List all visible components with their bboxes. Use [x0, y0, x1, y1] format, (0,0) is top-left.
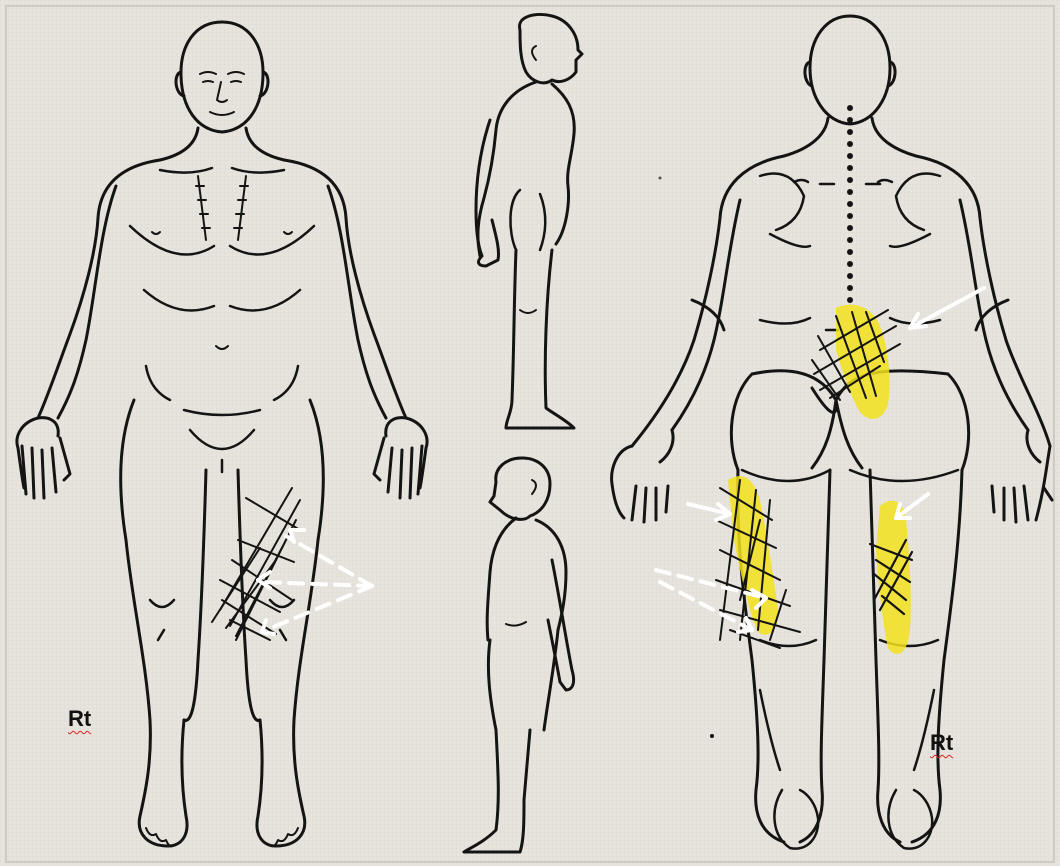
back-right-side-label: Rt [930, 730, 953, 756]
paper-speck [710, 734, 714, 738]
paper-speck [659, 177, 662, 180]
front-right-side-label: Rt [68, 706, 91, 732]
